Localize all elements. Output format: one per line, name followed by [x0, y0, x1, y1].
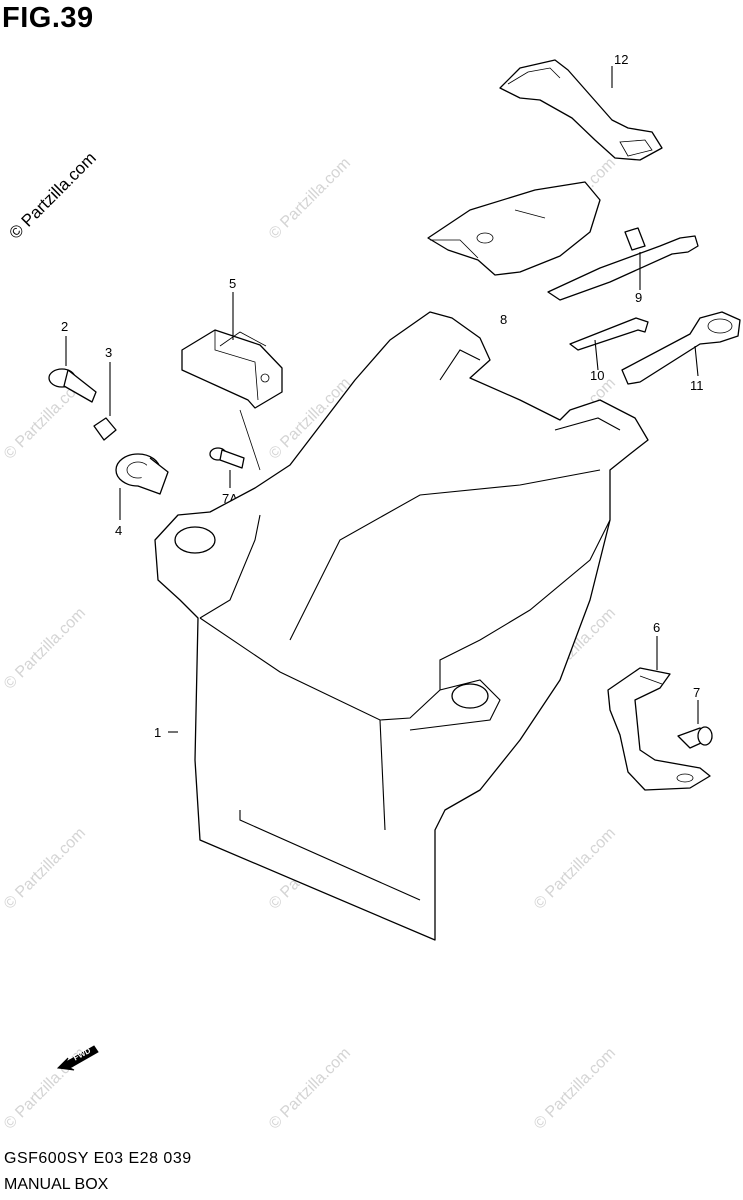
figure-title: FIG.39	[2, 2, 94, 34]
part-9-spanner: 9	[547, 227, 699, 305]
part-8-tool-pouch: 8	[427, 181, 601, 327]
watermark-text: © Partzilla.com	[266, 155, 354, 243]
part-2-screw: 2	[48, 319, 97, 403]
watermark-text: © Partzilla.com	[1, 605, 89, 693]
watermark-main: © Partzilla.com	[5, 148, 99, 242]
part-7-bolt: 7	[677, 685, 713, 749]
part-5-bracket: 5	[181, 276, 283, 471]
callout-12: 12	[614, 52, 628, 67]
watermark-text: © Partzilla.com	[1, 825, 89, 913]
callout-8: 8	[500, 312, 507, 327]
callout-2: 2	[61, 319, 68, 334]
watermark-text: © Partzilla.com	[266, 1045, 354, 1133]
part-6-stay-bracket: 6	[607, 620, 711, 791]
figure-name: MANUAL BOX	[4, 1176, 109, 1193]
callout-10: 10	[590, 368, 604, 383]
part-11-ring-spanner: 11	[621, 311, 741, 393]
callout-7: 7	[693, 685, 700, 700]
callout-5: 5	[229, 276, 236, 291]
callout-9: 9	[635, 290, 642, 305]
callout-11: 11	[690, 378, 704, 393]
part-3-collar: 3	[93, 345, 117, 441]
part-10-hex-wrench: 10	[569, 317, 649, 383]
part-4-grommet: 4	[115, 453, 169, 538]
watermark-text: © Partzilla.com	[531, 825, 619, 913]
part-12-strap: 12	[499, 52, 663, 161]
callout-1: 1	[154, 725, 161, 740]
figure-code: GSF600SY E03 E28 039	[4, 1150, 192, 1167]
callout-6: 6	[653, 620, 660, 635]
callout-4: 4	[115, 523, 122, 538]
callout-3: 3	[105, 345, 112, 360]
watermark-text: © Partzilla.com	[531, 1045, 619, 1133]
part-1-manual-box: 1	[154, 311, 649, 941]
